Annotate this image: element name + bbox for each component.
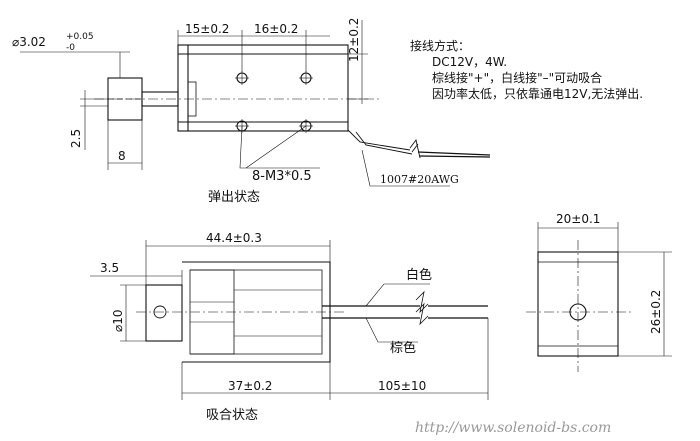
shaft-tol-lower: -0 — [66, 43, 75, 53]
wiring-title: 接线方式： — [410, 38, 470, 53]
wiring-note: 接线方式： DC12V，4W. 棕线接"+"，白线接"–"可动吸合 因功率太低，… — [410, 38, 643, 101]
white-wire-label: 白色 — [406, 267, 432, 283]
plunger-end — [145, 284, 183, 342]
state-label-released: 弹出状态 — [208, 190, 260, 205]
hole-pitch-a-label: 15±0.2 — [185, 22, 229, 36]
solenoid-body — [177, 44, 349, 132]
wiring-line-1: DC12V，4W. — [432, 55, 507, 69]
lead-length-label: 105±10 — [378, 379, 426, 393]
brown-wire-label: 棕色 — [390, 340, 416, 356]
hole-pitch-b-label: 16±0.2 — [254, 22, 298, 36]
state-label-attracted: 吸合状态 — [206, 408, 258, 423]
wiring-line-3: 因功率太低，只依靠通电12V,无法弹出. — [432, 86, 643, 101]
wire-spec: 1007#20AWG — [380, 173, 459, 186]
side-height-label: 26±0.2 — [649, 290, 663, 334]
wiring-line-2: 棕线接"+"，白线接"–"可动吸合 — [432, 70, 602, 85]
height-dim-label: 12±0.2 — [347, 18, 361, 62]
side-view — [526, 222, 672, 372]
body-length-label: 37±0.2 — [228, 379, 272, 393]
shaft-tol-upper: +0.05 — [66, 32, 94, 42]
bottom-view — [90, 240, 489, 400]
offset-dim-label: 2.5 — [69, 129, 83, 148]
mount-holes — [235, 71, 313, 133]
tip-length-label: 3.5 — [100, 261, 119, 275]
plunger-dia-label: ⌀10 — [111, 310, 125, 333]
overall-length-label: 44.4±0.3 — [206, 231, 262, 245]
top-view — [20, 20, 491, 187]
shaft-diameter-label: ⌀3.02 — [12, 35, 46, 49]
width-dim-label: 8 — [118, 149, 126, 163]
watermark: http://www.solenoid-bs.com — [415, 420, 611, 436]
side-width-label: 20±0.1 — [556, 212, 600, 226]
thread-callout: 8-M3*0.5 — [252, 169, 312, 184]
